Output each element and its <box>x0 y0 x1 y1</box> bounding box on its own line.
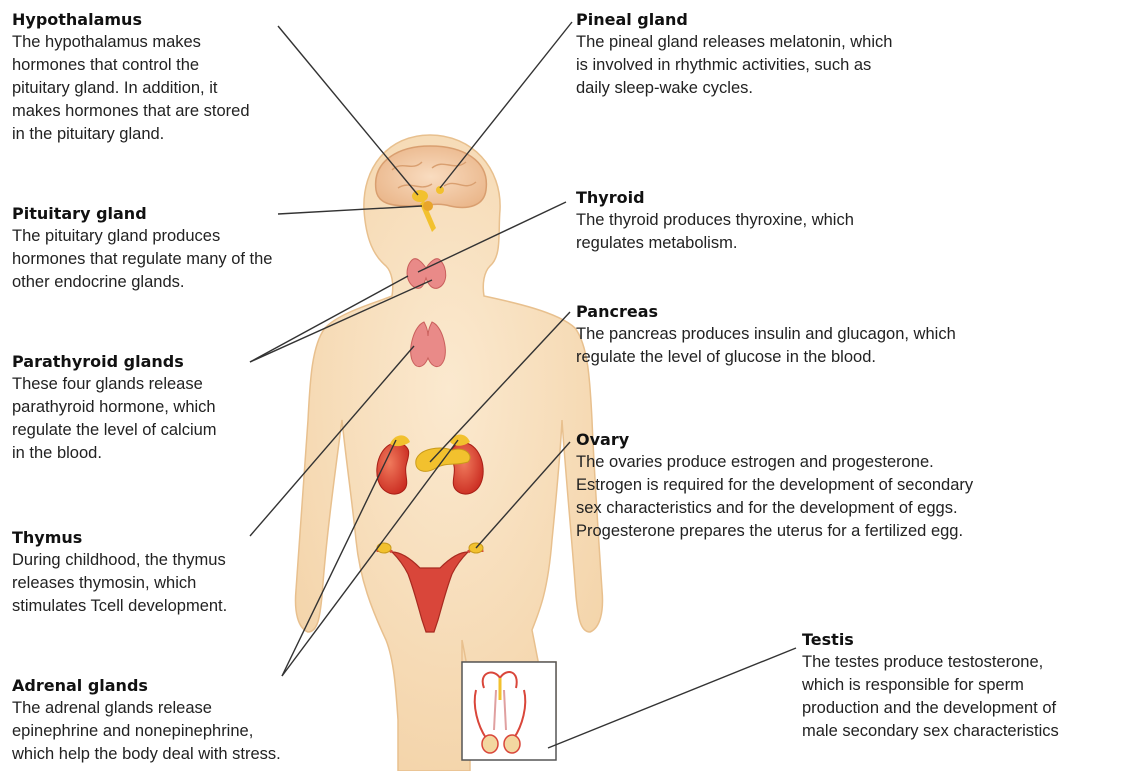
leader-line-hypothalamus <box>278 26 418 195</box>
label-pineal-text: The pineal gland releases melatonin, whi… <box>576 31 996 100</box>
hypothalamus-gland <box>412 190 428 202</box>
label-thyroid-title: Thyroid <box>576 188 976 207</box>
label-ovary-text: The ovaries produce estrogen and progest… <box>576 451 1116 543</box>
label-testis-title: Testis <box>802 630 1122 649</box>
label-adrenal: Adrenal glands The adrenal glands releas… <box>12 676 372 766</box>
left-testis <box>482 735 498 753</box>
right-testis <box>504 735 520 753</box>
label-parathyroid-text: These four glands release parathyroid ho… <box>12 373 272 465</box>
label-thyroid: Thyroid The thyroid produces thyroxine, … <box>576 188 976 255</box>
label-thymus-title: Thymus <box>12 528 302 547</box>
label-pineal: Pineal gland The pineal gland releases m… <box>576 10 996 100</box>
label-ovary-title: Ovary <box>576 430 1116 449</box>
leader-line-testis <box>548 648 796 748</box>
leader-line-pineal <box>440 22 572 188</box>
label-hypothalamus-text: The hypothalamus makes hormones that con… <box>12 31 292 146</box>
label-ovary: Ovary The ovaries produce estrogen and p… <box>576 430 1116 543</box>
label-pituitary-title: Pituitary gland <box>12 204 352 223</box>
left-ovary <box>377 543 391 553</box>
label-testis-text: The testes produce testosterone, which i… <box>802 651 1122 743</box>
label-pineal-title: Pineal gland <box>576 10 996 29</box>
pituitary-gland <box>423 201 433 211</box>
label-pituitary: Pituitary gland The pituitary gland prod… <box>12 204 352 294</box>
label-adrenal-title: Adrenal glands <box>12 676 372 695</box>
label-hypothalamus: Hypothalamus The hypothalamus makes horm… <box>12 10 292 146</box>
label-thymus-text: During childhood, the thymus releases th… <box>12 549 302 618</box>
brain <box>376 146 487 207</box>
testis-inset <box>462 662 556 760</box>
label-hypothalamus-title: Hypothalamus <box>12 10 292 29</box>
label-thyroid-text: The thyroid produces thyroxine, which re… <box>576 209 976 255</box>
label-pituitary-text: The pituitary gland produces hormones th… <box>12 225 352 294</box>
label-adrenal-text: The adrenal glands release epinephrine a… <box>12 697 372 766</box>
label-parathyroid-title: Parathyroid glands <box>12 352 272 371</box>
label-thymus: Thymus During childhood, the thymus rele… <box>12 528 302 618</box>
label-pancreas-text: The pancreas produces insulin and glucag… <box>576 323 1076 369</box>
label-pancreas-title: Pancreas <box>576 302 1076 321</box>
label-testis: Testis The testes produce testosterone, … <box>802 630 1122 743</box>
label-parathyroid: Parathyroid glands These four glands rel… <box>12 352 272 465</box>
label-pancreas: Pancreas The pancreas produces insulin a… <box>576 302 1076 369</box>
